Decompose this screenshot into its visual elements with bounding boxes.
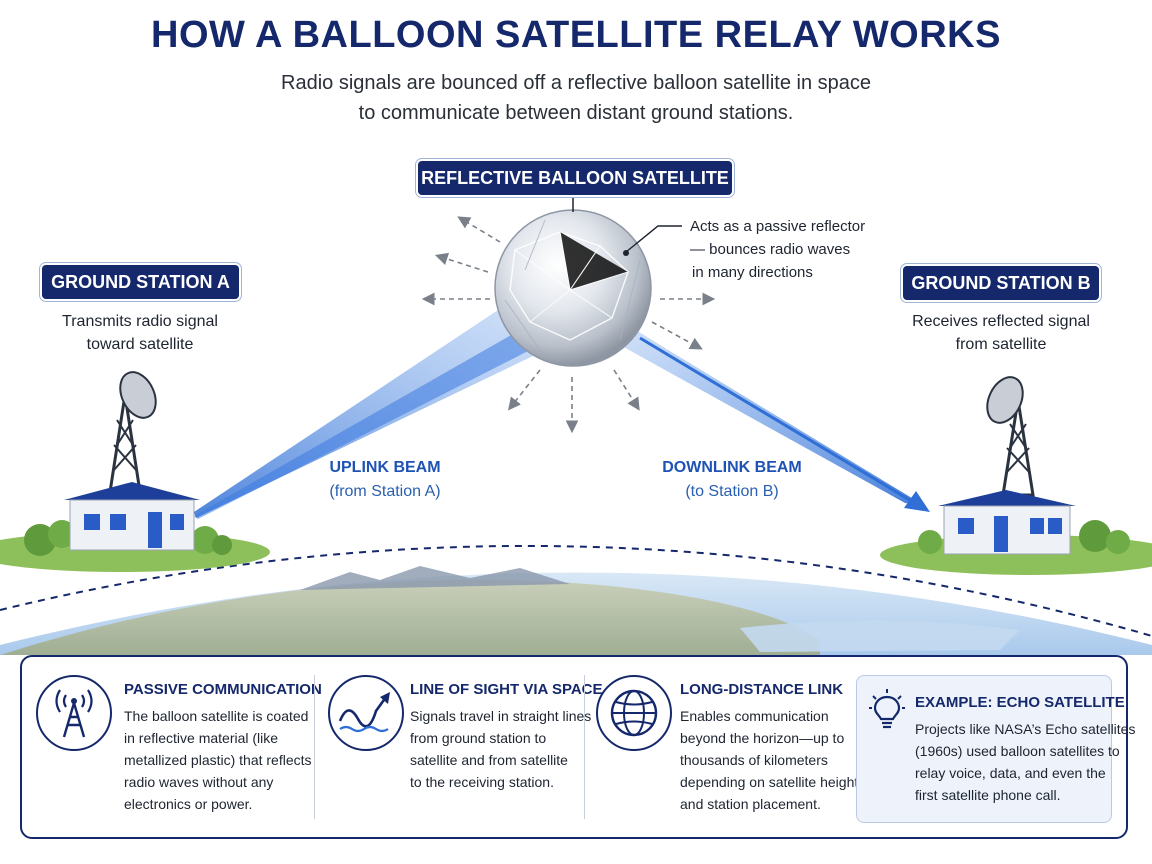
card-line: and station placement.: [680, 796, 821, 812]
globe-icon: [596, 675, 672, 751]
station-b-label: GROUND STATION B: [903, 266, 1099, 300]
card-title: LINE OF SIGHT VIA SPACE: [410, 681, 603, 698]
card-line: to the receiving station.: [410, 774, 554, 790]
uplink-title: UPLINK BEAM: [329, 459, 441, 476]
uplink-label: UPLINK BEAM (from Station A): [300, 456, 470, 504]
card-line: relay voice, data, and even the: [915, 765, 1106, 781]
station-b-desc-line-2: from satellite: [955, 336, 1047, 353]
station-a-label: GROUND STATION A: [42, 265, 239, 299]
lightbulb-icon: [867, 688, 907, 732]
downlink-arrowhead: [904, 491, 930, 512]
card-line: Enables communication: [680, 708, 829, 724]
uplink-sub: (from Station A): [329, 483, 441, 500]
card-line: satellite and from satellite: [410, 752, 568, 768]
card-title: PASSIVE COMMUNICATION: [124, 681, 322, 698]
card-line: Projects like NASA’s Echo satellites: [915, 721, 1136, 737]
downlink-label: DOWNLINK BEAM (to Station B): [640, 456, 824, 504]
page-subtitle: Radio signals are bounced off a reflecti…: [226, 68, 926, 128]
station-a-desc: Transmits radio signal toward satellite: [40, 310, 240, 356]
annotation-line-3: in many directions: [692, 264, 813, 281]
signal-wave-icon: [328, 675, 404, 751]
horizon-curve: [0, 544, 1152, 637]
station-b-building: [938, 490, 1076, 555]
station-a-building: [64, 482, 200, 551]
card-body: Projects like NASA’s Echo satellites (19…: [915, 718, 1135, 806]
card-line: depending on satellite height: [680, 774, 859, 790]
annotation-line-2: — bounces radio waves: [690, 241, 851, 258]
station-a-desc-line-1: Transmits radio signal: [62, 313, 218, 330]
scatter-arrows: [421, 216, 716, 434]
subtitle-line-1: Radio signals are bounced off a reflecti…: [281, 72, 871, 94]
card-line: in reflective material (like: [124, 730, 279, 746]
downlink-arrow: [639, 336, 919, 507]
page-title: HOW A BALLOON SATELLITE RELAY WORKS: [151, 14, 1001, 56]
card-line: (1960s) used balloon satellites to: [915, 743, 1120, 759]
card-divider: [314, 675, 315, 819]
station-a-site: [0, 520, 270, 572]
card-passive-communication: PASSIVE COMMUNICATION The balloon satell…: [22, 657, 322, 837]
annotation-dot: [623, 250, 629, 256]
card-body: The balloon satellite is coated in refle…: [124, 705, 312, 815]
station-b-tower: [986, 376, 1035, 497]
satellite-label: REFLECTIVE BALLOON SATELLITE: [418, 161, 732, 195]
card-line: Signals travel in straight lines: [410, 708, 592, 724]
card-line: first satellite phone call.: [915, 787, 1061, 803]
station-b-desc-line-1: Receives reflected signal: [912, 313, 1090, 330]
uplink-beam-inner: [194, 330, 530, 519]
station-a-desc-line-2: toward satellite: [86, 336, 194, 353]
card-example-echo: EXAMPLE: ECHO SATELLITE Projects like NA…: [856, 675, 1135, 823]
card-line: The balloon satellite is coated: [124, 708, 309, 724]
downlink-title: DOWNLINK BEAM: [662, 459, 802, 476]
balloon-satellite: [494, 209, 652, 367]
radio-tower-icon: [36, 675, 112, 751]
card-body: Signals travel in straight lines from gr…: [410, 705, 591, 793]
card-line: thousands of kilometers: [680, 752, 828, 768]
card-line-of-sight: LINE OF SIGHT VIA SPACE Signals travel i…: [314, 657, 603, 837]
satellite-annotation: Acts as a passive reflector — bounces ra…: [690, 215, 890, 284]
card-line: beyond the horizon—up to: [680, 730, 845, 746]
downlink-sub: (to Station B): [685, 483, 779, 500]
card-line: metallized plastic) that reflects: [124, 752, 312, 768]
station-a-tower: [108, 371, 157, 494]
annotation-leader: [625, 225, 682, 253]
card-title: LONG-DISTANCE LINK: [680, 681, 844, 698]
card-line: electronics or power.: [124, 796, 253, 812]
station-b-desc: Receives reflected signal from satellite: [886, 310, 1116, 356]
info-panel: PASSIVE COMMUNICATION The balloon satell…: [20, 655, 1135, 839]
card-line: from ground station to: [410, 730, 547, 746]
card-line: radio waves without any: [124, 774, 274, 790]
subtitle-line-2: to communicate between distant ground st…: [358, 102, 794, 124]
card-body: Enables communication beyond the horizon…: [680, 705, 858, 815]
annotation-line-1: Acts as a passive reflector: [690, 218, 866, 235]
card-title: EXAMPLE: ECHO SATELLITE: [915, 694, 1125, 711]
earth-surface: [0, 566, 1152, 655]
card-divider: [584, 675, 585, 819]
uplink-beam: [194, 310, 535, 518]
card-long-distance: LONG-DISTANCE LINK Enables communication…: [582, 657, 858, 837]
